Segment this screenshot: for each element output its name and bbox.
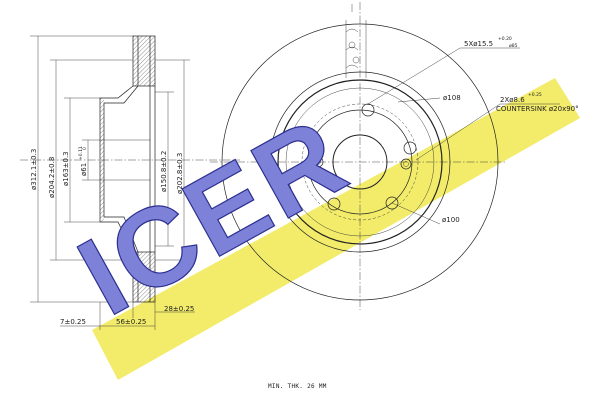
countersink-holes: [312, 156, 412, 170]
front-dimension-labels: 5Xø15.5 +0.20 ø85 ø108 2Xø8.6 +0.25 COUN…: [268, 36, 579, 390]
dim-width-hub: 56±0.25: [116, 318, 146, 326]
dim-diameter-204: ø204.2±0.8: [48, 157, 56, 198]
dim-diameter-61-tol: +0.11: [78, 146, 84, 160]
front-view: [210, 2, 560, 310]
label-countersink-b: COUNTERSINK ø20x90°: [496, 105, 579, 113]
detail-insert: [345, 4, 367, 78]
label-bolt-holes: 5Xø15.5: [464, 40, 493, 48]
dim-diameter-61: ø61: [80, 163, 88, 176]
label-bolt-holes-tol: +0.20: [498, 36, 512, 42]
dim-diameter-312: ø312.1±0.3: [30, 149, 38, 190]
logo-band: [92, 78, 580, 380]
bolt-holes: [311, 103, 417, 211]
dim-diameter-61-tol-low: 0: [82, 147, 88, 150]
label-min-thickness: MIN. THK. 26 MM: [268, 383, 327, 390]
side-dimension-labels: ø312.1±0.3 ø204.2±0.8 ø163±0.3 ø61 +0.11…: [30, 146, 194, 326]
label-inner-circle: ø100: [442, 216, 460, 224]
label-countersink-a-tol: +0.25: [528, 92, 542, 98]
dim-diameter-163: ø163±0.3: [62, 151, 70, 186]
side-section-view: [20, 35, 240, 330]
dim-width-disc: 28±0.25: [164, 305, 194, 313]
dim-diameter-202: ø202.8±0.3: [176, 153, 184, 194]
dim-width-flange: 7±0.25: [60, 318, 86, 326]
label-bolt-holes-tail: ø85: [509, 43, 518, 49]
label-pcd: ø108: [443, 94, 461, 102]
dim-diameter-150: ø150.8±0.2: [160, 151, 168, 192]
label-countersink-a: 2Xø8.6: [500, 96, 525, 104]
